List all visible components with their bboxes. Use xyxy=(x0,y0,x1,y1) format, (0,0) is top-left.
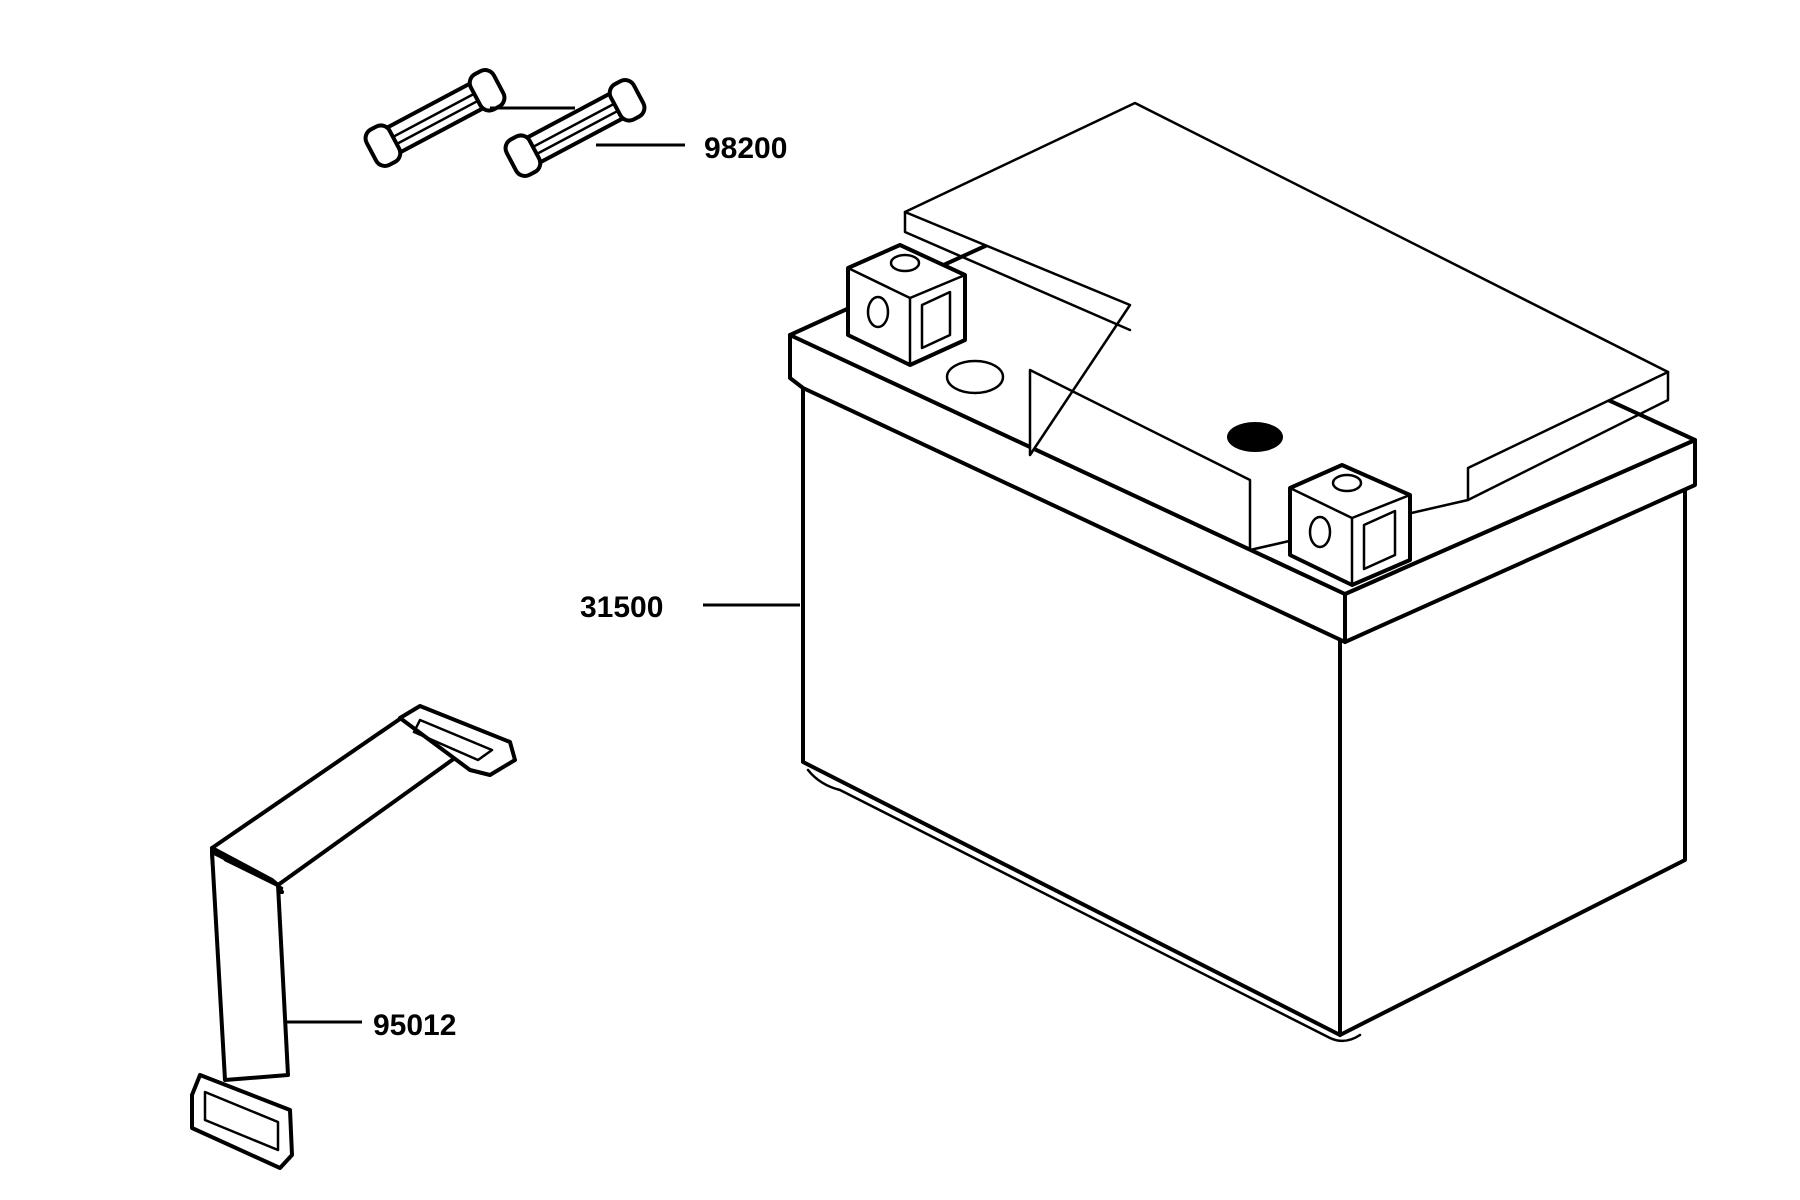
battery-strap-icon[interactable] xyxy=(190,704,517,1170)
part-number-31500[interactable]: 31500 xyxy=(580,591,663,624)
fuse-icon[interactable] xyxy=(362,67,648,180)
battery-icon[interactable] xyxy=(788,101,1697,1043)
part-number-98200[interactable]: 98200 xyxy=(704,132,787,165)
part-number-95012[interactable]: 95012 xyxy=(373,1009,456,1042)
